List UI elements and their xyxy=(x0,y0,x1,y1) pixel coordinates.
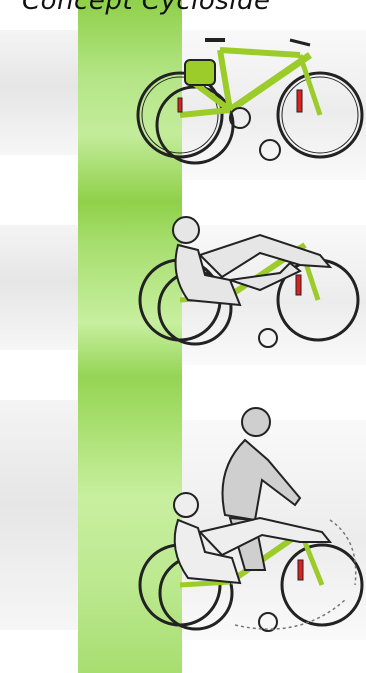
panel-bike-only xyxy=(0,20,366,220)
upright-rider-head xyxy=(242,408,270,436)
red-reflector xyxy=(297,90,302,112)
red-reflector xyxy=(298,560,303,580)
recumbent-tandem-bike xyxy=(138,40,362,163)
rider-figure xyxy=(173,217,330,305)
rider-head xyxy=(173,217,199,243)
training-wheel xyxy=(259,329,277,347)
recumbent-seat xyxy=(185,60,215,85)
training-wheel xyxy=(260,140,280,160)
red-reflector xyxy=(296,275,301,295)
panel-one-rider xyxy=(0,205,366,405)
recumbent-rider-head xyxy=(174,493,198,517)
panel-two-riders xyxy=(0,400,366,660)
page-title: Concept Cycloside xyxy=(22,0,271,16)
